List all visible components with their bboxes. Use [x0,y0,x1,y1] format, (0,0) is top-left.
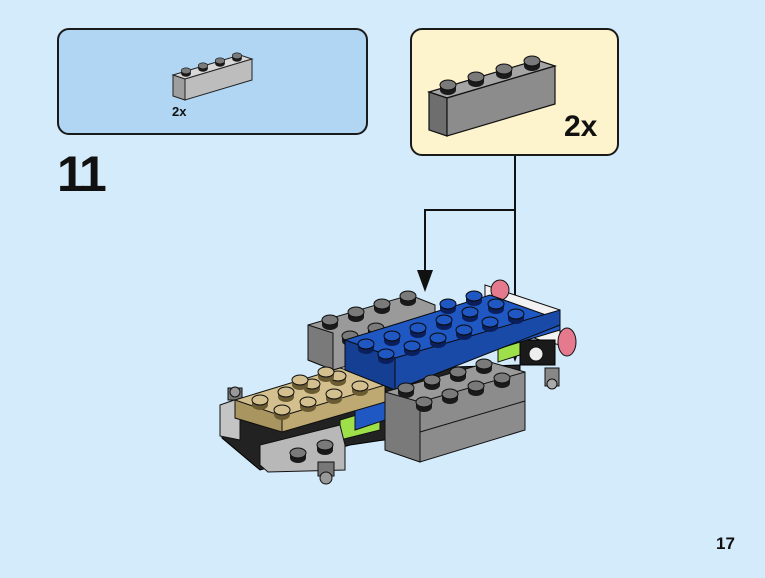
parts-brick-icon [171,52,254,101]
step-number: 11 [57,146,107,202]
hinge-clip-icon [227,386,335,485]
page-number: 17 [716,534,735,553]
vehicle-model [219,279,577,485]
front-clip-icon [519,339,560,390]
step-quantity-label: 2x [564,110,598,143]
step-brick-icon [427,55,557,137]
parts-quantity-label: 2x [172,104,187,119]
arrow-head-left [417,270,433,292]
